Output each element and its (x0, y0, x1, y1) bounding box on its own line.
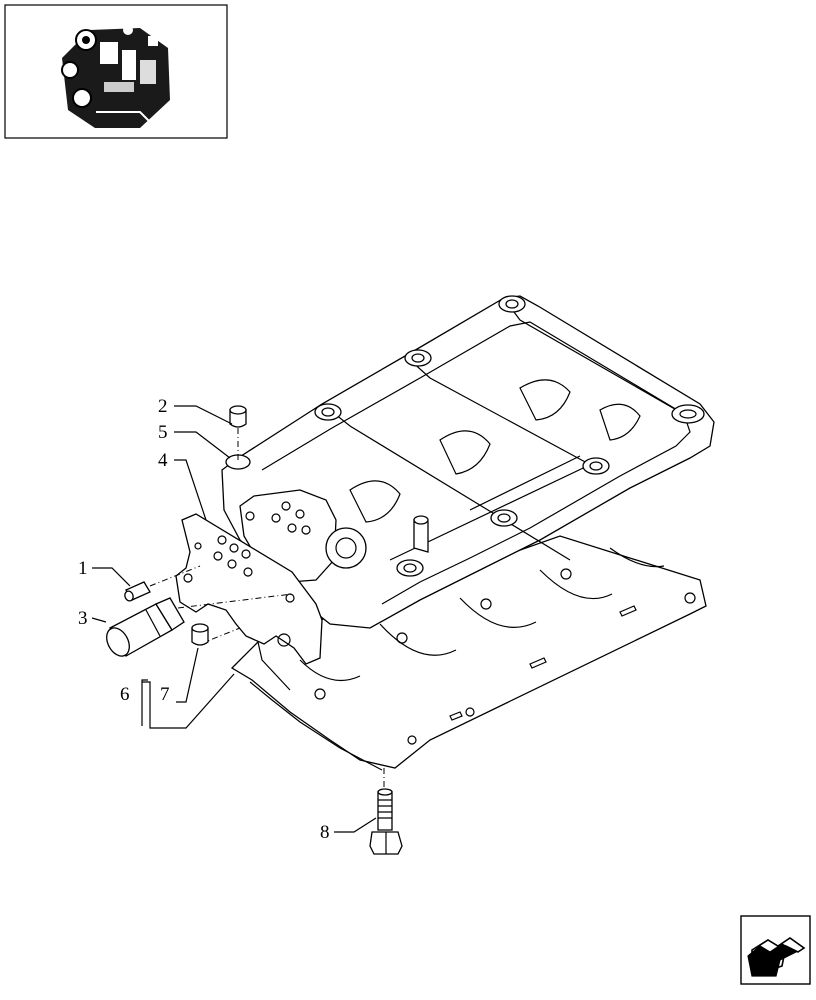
next-page-button[interactable] (740, 915, 811, 985)
dowel-pin-part-1 (124, 581, 151, 602)
callout-2: 2 (158, 396, 168, 417)
callout-1: 1 (78, 558, 88, 579)
plug-part-3 (106, 597, 185, 657)
callout-labels: 2 5 4 1 3 6 7 8 (78, 396, 330, 843)
sleeve-part-7 (191, 623, 209, 646)
callout-4: 4 (158, 450, 168, 471)
centerline (149, 565, 201, 587)
callout-7: 7 (160, 684, 170, 705)
dowel-sleeve-part-2 (229, 405, 247, 428)
callout-6: 6 (120, 684, 130, 705)
group-bracket (141, 679, 148, 726)
engine-thumbnail[interactable] (4, 4, 228, 139)
callout-5: 5 (158, 422, 168, 443)
engine-thumbnail-icon (61, 25, 170, 128)
leader-lines (91, 405, 377, 833)
callout-8: 8 (320, 822, 330, 843)
next-page-arrow-icon (747, 937, 806, 977)
callout-3: 3 (78, 608, 88, 629)
centerline (177, 593, 293, 609)
centerline (199, 627, 241, 645)
bolt-part-8 (369, 788, 403, 855)
gasket-plate-part-4 (175, 513, 323, 665)
crankcase-lower-housing (221, 295, 715, 771)
